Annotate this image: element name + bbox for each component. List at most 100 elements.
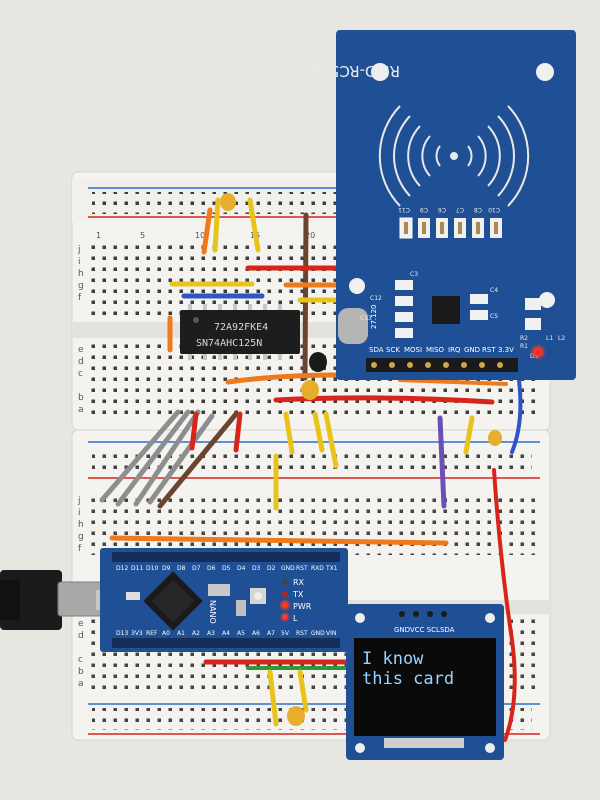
oled-line-2: this card — [362, 669, 454, 689]
svg-text:D9: D9 — [162, 565, 171, 572]
rfid-title: RFID-RC522 — [311, 62, 400, 80]
rfid-pin-labels: SDA SCK MOSI MISO IRQ GND RST 3.3V — [369, 346, 514, 354]
oled-display: GNDVCC SCLSDA I know this card — [346, 604, 504, 760]
ic-marking-1: 72A92FKE4 — [214, 322, 268, 333]
row-letters-bottom: j i h g f e d c b a — [77, 496, 84, 689]
svg-text:MISO: MISO — [426, 346, 445, 354]
svg-text:IRQ: IRQ — [448, 346, 461, 354]
svg-text:C4: C4 — [490, 287, 498, 294]
svg-text:j: j — [77, 245, 81, 255]
mount-hole-icon — [371, 63, 389, 81]
antenna-icon — [378, 105, 530, 207]
oled-screen — [354, 638, 496, 736]
oled-line-1: I know — [362, 649, 424, 669]
jumper-wires — [99, 197, 523, 742]
svg-text:5: 5 — [140, 231, 145, 240]
svg-text:C8: C8 — [474, 206, 482, 213]
svg-text:a: a — [78, 405, 84, 415]
svg-text:j: j — [77, 496, 81, 506]
svg-text:D8: D8 — [177, 565, 186, 572]
svg-text:f: f — [78, 293, 82, 303]
svg-text:3.3V: 3.3V — [498, 346, 514, 354]
svg-text:C12: C12 — [370, 295, 382, 302]
svg-text:A7: A7 — [267, 630, 275, 637]
rfid-rc522-module: RFID-RC522 C11 C9 C6 C7 C8 C10 — [311, 30, 576, 380]
svg-text:L1: L1 — [546, 335, 553, 342]
svg-text:5V: 5V — [281, 630, 290, 637]
svg-text:R2: R2 — [520, 335, 528, 342]
rfid-header-pins — [366, 358, 518, 372]
svg-text:C11: C11 — [398, 206, 410, 213]
mount-hole-icon — [539, 292, 555, 308]
svg-text:3V3: 3V3 — [131, 630, 143, 637]
usb-cable — [0, 570, 110, 630]
svg-text:A0: A0 — [162, 630, 170, 637]
atmega-chip — [143, 571, 203, 631]
svg-text:A2: A2 — [192, 630, 200, 637]
mount-hole-icon — [536, 63, 554, 81]
svg-text:A4: A4 — [222, 630, 230, 637]
nano-bottom-pin-labels: D13 3V3 REF A0 A1 A2 A3 A4 A5 A6 A7 5V R… — [116, 630, 336, 637]
svg-text:c: c — [78, 655, 83, 665]
svg-text:e: e — [78, 345, 84, 355]
svg-text:a: a — [78, 679, 84, 689]
svg-text:20: 20 — [305, 231, 315, 240]
nano-header-top — [112, 552, 340, 562]
nano-leds: RX TX PWR L — [279, 578, 312, 623]
svg-text:D11: D11 — [131, 565, 143, 572]
svg-text:A3: A3 — [207, 630, 215, 637]
rc522-chip — [432, 296, 460, 324]
svg-text:d: d — [78, 357, 84, 367]
svg-text:GND: GND — [464, 346, 480, 354]
svg-text:D10: D10 — [146, 565, 158, 572]
rfid-cap-row: C11 C9 C6 C7 C8 C10 — [398, 206, 502, 239]
svg-text:b: b — [78, 393, 84, 403]
svg-text:e: e — [78, 619, 84, 629]
svg-text:C5: C5 — [490, 313, 498, 320]
svg-text:PWR: PWR — [293, 602, 312, 611]
svg-text:h: h — [78, 269, 84, 279]
svg-text:C3: C3 — [410, 271, 418, 278]
svg-text:RX: RX — [293, 578, 305, 587]
svg-text:MOSI: MOSI — [404, 346, 422, 354]
svg-text:27.120: 27.120 — [370, 305, 378, 330]
svg-text:h: h — [78, 520, 84, 530]
svg-text:GND: GND — [281, 565, 295, 572]
svg-text:c: c — [78, 369, 83, 379]
svg-text:10: 10 — [195, 231, 205, 240]
svg-text:D5: D5 — [222, 565, 231, 572]
oled-pin-labels: GNDVCC SCLSDA — [394, 626, 455, 634]
svg-text:C7: C7 — [456, 206, 464, 213]
arduino-nano: D12 D11 D10 D9 D8 D7 D6 D5 D4 D3 D2 GND … — [100, 548, 348, 652]
svg-text:C10: C10 — [488, 206, 500, 213]
svg-text:L2: L2 — [558, 335, 565, 342]
svg-text:RST: RST — [296, 565, 308, 572]
oled-pins — [399, 611, 447, 617]
svg-text:D12: D12 — [116, 565, 128, 572]
svg-text:C6: C6 — [438, 206, 446, 213]
nano-header-bottom — [112, 638, 340, 648]
svg-text:C13: C13 — [360, 315, 372, 322]
svg-text:1: 1 — [96, 231, 101, 240]
svg-text:TX: TX — [292, 590, 304, 599]
svg-text:SCK: SCK — [386, 346, 400, 354]
nano-top-pin-labels: D12 D11 D10 D9 D8 D7 D6 D5 D4 D3 D2 GND … — [116, 565, 338, 572]
svg-text:L: L — [293, 614, 298, 623]
svg-text:A1: A1 — [177, 630, 185, 637]
svg-text:VIN: VIN — [326, 630, 336, 637]
svg-text:D2: D2 — [267, 565, 276, 572]
svg-text:RXD: RXD — [311, 565, 324, 572]
svg-text:i: i — [78, 257, 81, 267]
svg-text:D7: D7 — [192, 565, 201, 572]
svg-text:i: i — [78, 508, 81, 518]
svg-text:D4: D4 — [237, 565, 246, 572]
svg-text:C9: C9 — [420, 206, 428, 213]
svg-text:RST: RST — [296, 630, 308, 637]
svg-text:D3: D3 — [252, 565, 261, 572]
ic-marking-2: SN74AHC125N — [196, 338, 262, 349]
svg-text:SDA: SDA — [369, 346, 384, 354]
svg-text:g: g — [78, 281, 84, 291]
svg-text:g: g — [78, 532, 84, 542]
svg-text:b: b — [78, 667, 84, 677]
